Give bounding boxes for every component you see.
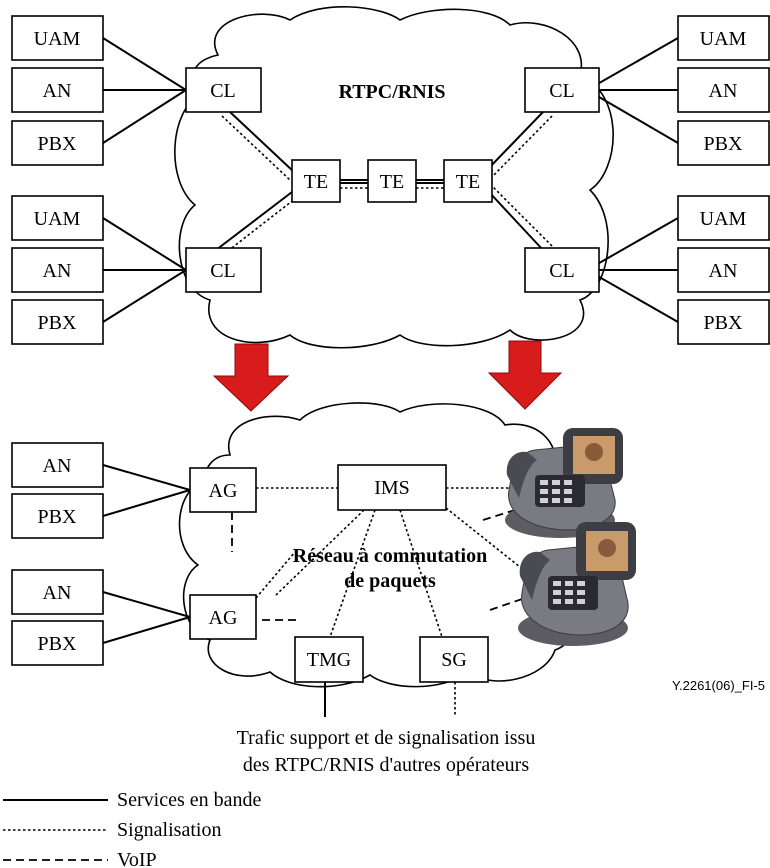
cl-box — [524, 247, 600, 293]
pbx-box — [11, 120, 104, 166]
external-traffic-note-line2: des RTPC/RNIS d'autres opérateurs — [243, 754, 529, 776]
pbx-label: PBX — [38, 506, 77, 528]
uam-box — [11, 15, 104, 61]
uam-box — [677, 15, 770, 61]
an-label: AN — [43, 455, 72, 477]
pbx-box — [11, 620, 104, 666]
sg-label: SG — [441, 649, 467, 671]
te-box — [367, 159, 417, 203]
cl-label: CL — [549, 260, 575, 282]
ag-box — [189, 594, 257, 640]
packet-network-cloud — [178, 402, 588, 688]
an-label: AN — [709, 80, 738, 102]
top-left-links — [102, 37, 187, 323]
an-box — [11, 67, 104, 113]
bottom-signalling-links — [231, 487, 531, 717]
bottom-left-links — [102, 464, 191, 644]
cl-box — [185, 247, 262, 293]
an-label: AN — [43, 582, 72, 604]
uam-label: UAM — [34, 208, 81, 230]
bottom-left-group-1: AN PBX AG — [11, 442, 257, 539]
an-box — [11, 442, 104, 488]
ims-label: IMS — [374, 477, 410, 499]
te-label: TE — [456, 171, 480, 193]
pstn-cloud-label: RTPC/RNIS — [338, 81, 445, 103]
pbx-box — [11, 493, 104, 539]
legend-label-dashed: VoIP — [117, 849, 157, 868]
cl-label: CL — [210, 80, 236, 102]
cl-label: CL — [210, 260, 236, 282]
pbx-label: PBX — [704, 133, 743, 155]
an-label: AN — [43, 80, 72, 102]
top-right-links — [586, 37, 679, 323]
packet-network-label-line2: de paquets — [344, 570, 436, 592]
legend-label-solid: Services en bande — [117, 789, 262, 811]
ag-box — [189, 467, 257, 513]
tmg-label: TMG — [307, 649, 351, 671]
videophone-icon — [505, 428, 623, 538]
top-left-group-1: UAM AN PBX CL — [11, 15, 262, 166]
legend: Services en bande Signalisation VoIP — [3, 789, 262, 868]
cl-label: CL — [549, 80, 575, 102]
ag-label: AG — [209, 607, 238, 629]
an-box — [11, 569, 104, 615]
top-right-group-2: UAM AN PBX CL — [524, 195, 770, 345]
uam-label: UAM — [700, 28, 747, 50]
uam-label: UAM — [34, 28, 81, 50]
legend-label-dotted: Signalisation — [117, 819, 221, 841]
uam-box — [677, 195, 770, 241]
te-box — [443, 159, 493, 203]
pbx-box — [11, 299, 104, 345]
ims-box — [337, 464, 447, 511]
uam-label: UAM — [700, 208, 747, 230]
sg-box — [419, 636, 489, 683]
evolution-arrow-left — [212, 343, 290, 412]
top-right-group-1: UAM AN PBX CL — [524, 15, 770, 166]
te-te-links — [340, 179, 444, 189]
pbx-label: PBX — [38, 312, 77, 334]
bottom-left-group-2: AN PBX AG — [11, 569, 257, 666]
an-box — [11, 247, 104, 293]
figure-id: Y.2261(06)_FI-5 — [672, 678, 765, 693]
cl-te-links — [215, 111, 553, 255]
pbx-box — [677, 120, 770, 166]
uam-box — [11, 195, 104, 241]
te-label: TE — [304, 171, 328, 193]
pbx-label: PBX — [704, 312, 743, 334]
an-box — [677, 247, 770, 293]
videophone-icon — [518, 522, 636, 646]
an-box — [677, 67, 770, 113]
cl-box — [524, 67, 600, 113]
external-traffic-note-line1: Trafic support et de signalisation issu — [237, 727, 536, 749]
an-label: AN — [43, 260, 72, 282]
te-label: TE — [380, 171, 404, 193]
cl-box — [185, 67, 262, 113]
packet-network-label-line1: Réseau à commutation — [293, 545, 487, 567]
pbx-box — [677, 299, 770, 345]
an-label: AN — [709, 260, 738, 282]
ag-label: AG — [209, 480, 238, 502]
pbx-label: PBX — [38, 633, 77, 655]
tmg-box — [294, 636, 364, 683]
te-box — [291, 159, 341, 203]
pbx-label: PBX — [38, 133, 77, 155]
top-left-group-2: UAM AN PBX CL — [11, 195, 262, 345]
transit-exchanges: TE TE TE — [291, 159, 493, 203]
evolution-arrow-right — [487, 340, 563, 410]
